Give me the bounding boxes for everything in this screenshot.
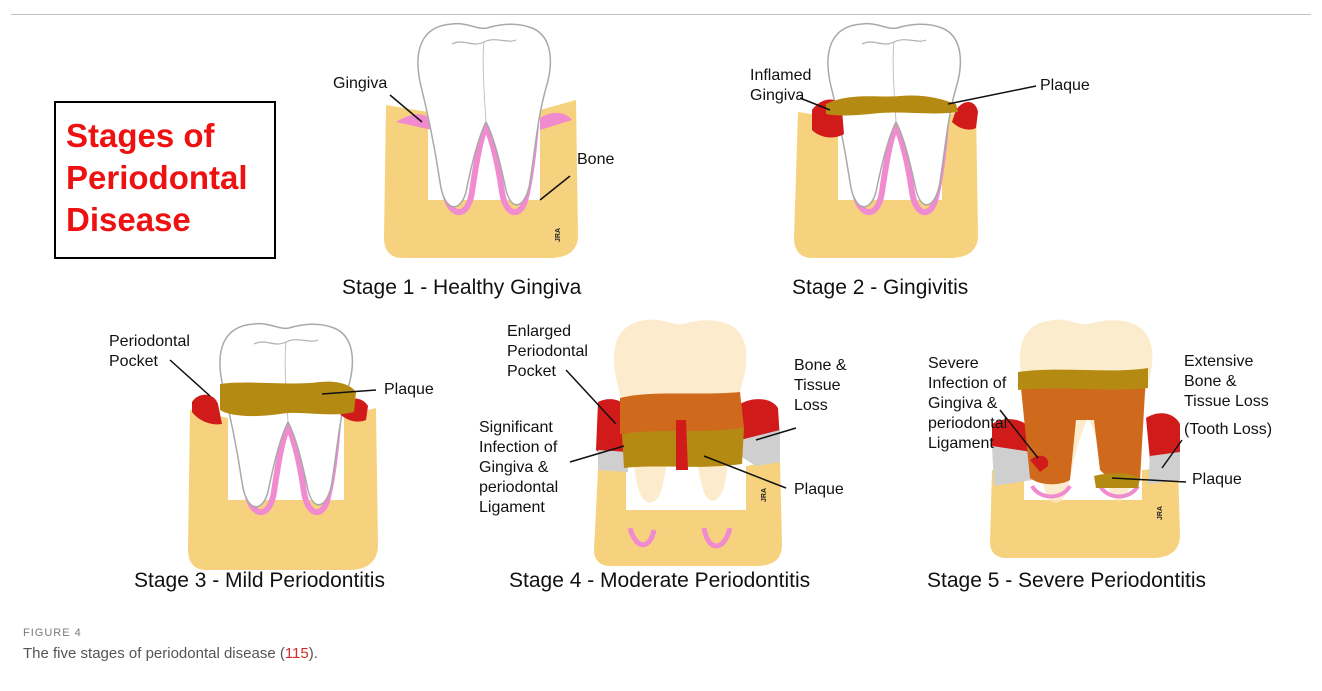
diagram-title-line: Periodontal [66, 159, 248, 197]
label-enlarged-pocket: Pocket [507, 362, 556, 382]
label-extensive-loss: (Tooth Loss) [1184, 420, 1272, 440]
diagram-title-box: Stages of Periodontal Disease [54, 101, 276, 259]
label-extensive-loss: Tissue Loss [1184, 392, 1269, 412]
signature-jra: JRA [555, 228, 562, 242]
stage-caption: Stage 5 - Severe Periodontitis [927, 568, 1206, 594]
stage5-illustration: JRA [990, 320, 1180, 558]
label-significant-infection: Ligament [479, 498, 545, 518]
label-inflamed-gingiva: Gingiva [750, 86, 804, 106]
label-severe-infection: periodontal [928, 414, 1007, 434]
stage-caption: Stage 3 - Mild Periodontitis [134, 568, 385, 594]
label-significant-infection: Significant [479, 418, 553, 438]
stage-caption: Stage 1 - Healthy Gingiva [342, 275, 581, 301]
diagram-title-line: Stages of [66, 117, 215, 155]
figure-caption: The five stages of periodontal disease (… [23, 645, 318, 662]
label-severe-infection: Severe [928, 354, 979, 374]
label-extensive-loss: Bone & [1184, 372, 1236, 392]
label-enlarged-pocket: Enlarged [507, 322, 571, 342]
label-significant-infection: periodontal [479, 478, 558, 498]
stage-caption: Stage 2 - Gingivitis [792, 275, 968, 301]
stage2-illustration [794, 24, 978, 258]
label-significant-infection: Gingiva & [479, 458, 548, 478]
label-plaque: Plaque [1192, 470, 1242, 490]
stage1-illustration: JRA [384, 24, 578, 258]
label-severe-infection: Infection of [928, 374, 1006, 394]
figure-caption-end: ). [309, 645, 318, 662]
stage-caption: Stage 4 - Moderate Periodontitis [509, 568, 810, 594]
label-severe-infection: Gingiva & [928, 394, 997, 414]
diagram-title-line: Disease [66, 201, 191, 239]
figure-number: FIGURE 4 [23, 627, 82, 639]
label-gingiva: Gingiva [333, 74, 387, 94]
stage4-illustration: JRA [594, 320, 782, 566]
label-plaque: Plaque [794, 480, 844, 500]
label-bone-tissue-loss: Bone & [794, 356, 846, 376]
label-significant-infection: Infection of [479, 438, 557, 458]
label-severe-infection: Ligament [928, 434, 994, 454]
figure-caption-text: The five stages of periodontal disease ( [23, 645, 285, 662]
label-plaque: Plaque [384, 380, 434, 400]
stage3-illustration [188, 324, 378, 570]
label-periodontal-pocket: Periodontal [109, 332, 190, 352]
label-inflamed-gingiva: Inflamed [750, 66, 811, 86]
signature-jra: JRA [1157, 506, 1164, 520]
reference-link[interactable]: 115 [285, 645, 309, 662]
label-bone-tissue-loss: Tissue [794, 376, 841, 396]
label-periodontal-pocket: Pocket [109, 352, 158, 372]
label-bone-tissue-loss: Loss [794, 396, 828, 416]
label-plaque: Plaque [1040, 76, 1090, 96]
label-bone: Bone [577, 150, 614, 170]
label-enlarged-pocket: Periodontal [507, 342, 588, 362]
label-extensive-loss: Extensive [1184, 352, 1253, 372]
signature-jra: JRA [761, 488, 768, 502]
